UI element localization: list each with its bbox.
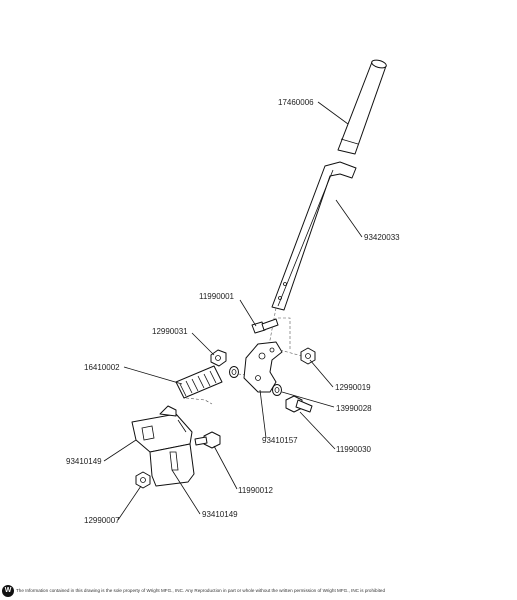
control-rod [271, 161, 357, 311]
label-control-rod: 93420033 [364, 233, 400, 242]
label-spring: 16410002 [84, 363, 120, 372]
nut-right [300, 347, 316, 365]
bolt-right [285, 395, 313, 413]
nut-upper-left [210, 349, 227, 367]
bolt-upper [251, 318, 279, 334]
label-nut-lower: 12990007 [84, 516, 120, 525]
pivot-plate [243, 341, 283, 393]
label-bracket-left: 93410149 [66, 457, 102, 466]
copyright-notice: The Information contained in this drawin… [16, 588, 386, 593]
spring [175, 365, 223, 399]
bolt-lower [194, 431, 221, 449]
footer: W The Information contained in this draw… [0, 584, 517, 600]
label-bolt-lower: 11990012 [238, 486, 274, 495]
part-labels: 17460006 93420033 11990001 12990031 1641… [66, 98, 400, 525]
label-nut-upper-left: 12990031 [152, 327, 188, 336]
label-bracket-lower: 93410149 [202, 510, 238, 519]
label-nut-right: 12990019 [335, 383, 371, 392]
nut-lower [135, 471, 151, 489]
label-bolt-right: 11990030 [336, 445, 372, 454]
label-washer: 13990028 [336, 404, 372, 413]
label-pivot-plate: 93410157 [262, 436, 298, 445]
label-bolt-upper: 11990001 [199, 292, 235, 301]
wright-logo-icon: W [2, 585, 14, 597]
leader-lines [103, 101, 363, 521]
washer [272, 384, 282, 396]
label-handle-grip: 17460006 [278, 98, 314, 107]
handle-grip [337, 59, 387, 155]
bracket-left [131, 405, 193, 453]
bracket-lower [149, 443, 195, 487]
spring-washer [229, 366, 239, 378]
